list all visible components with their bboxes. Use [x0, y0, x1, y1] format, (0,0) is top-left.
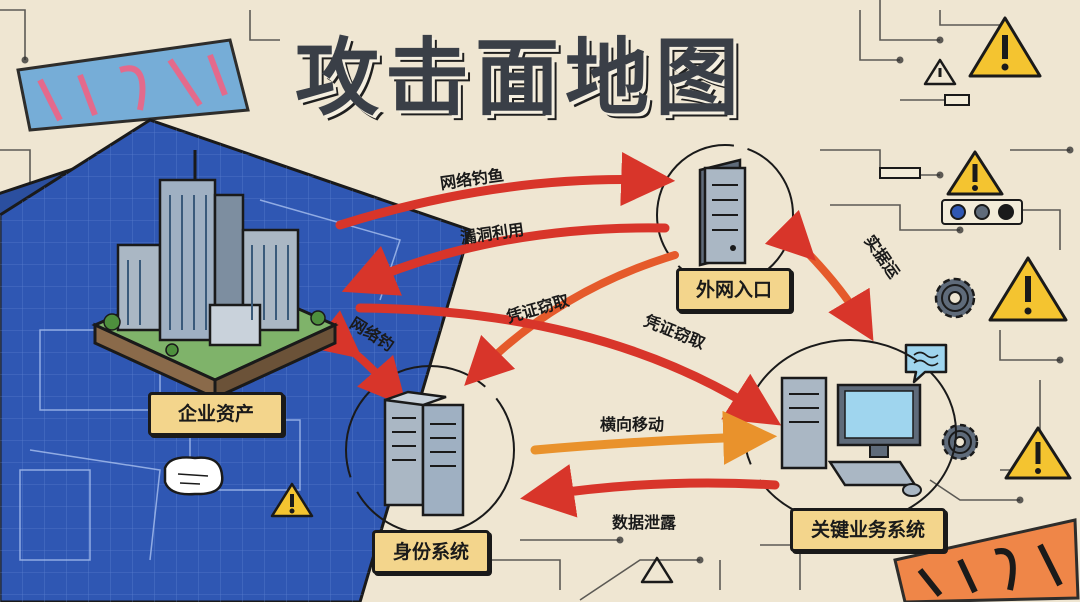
arrow-phishing-top	[335, 152, 676, 230]
warning-triangle-icon	[946, 150, 1004, 196]
node-label-enterprise-assets: 企业资产	[148, 392, 284, 436]
node-label-identity-system: 身份系统	[372, 530, 490, 574]
gear-icon	[934, 277, 976, 319]
warning-triangle-icon	[923, 58, 957, 86]
office-building-icon	[91, 150, 339, 401]
server-icon	[698, 158, 747, 267]
arrow-cred-theft-upper	[464, 251, 679, 386]
graffiti-tag-bottom-right	[893, 518, 1080, 602]
arrow-data-leak	[520, 464, 780, 518]
page-title: 攻击面地图	[295, 29, 746, 127]
arrow-cred-theft-lower	[355, 303, 782, 426]
desktop-computer-icon	[780, 376, 922, 497]
edge-label-cred-theft-lower: 凭证窃取	[640, 311, 707, 353]
flow-arrows	[310, 152, 874, 518]
arrow-lateral-move	[530, 410, 778, 465]
warning-triangle-icon	[988, 256, 1068, 322]
edge-label-lateral-move: 横向移动	[600, 415, 664, 434]
warning-triangle-icon	[270, 482, 314, 518]
arrow-exfil	[764, 209, 874, 342]
node-label-core-business: 关键业务系统	[790, 508, 946, 552]
gauge-icons	[879, 94, 1023, 225]
server-rack-icon	[383, 390, 465, 517]
warning-triangle-icon	[1004, 426, 1072, 480]
gear-icon	[941, 423, 979, 461]
doodle-cloud	[163, 456, 224, 496]
graffiti-tag-top-left	[16, 38, 250, 132]
warning-triangle-icon	[640, 556, 674, 584]
chat-bubble-icon	[904, 343, 948, 384]
warning-triangle-icon	[968, 16, 1042, 78]
edge-label-exfil: 实据运	[860, 232, 903, 282]
arrow-vuln-exploit	[341, 223, 670, 296]
edge-label-data-leak: 数据泄露	[612, 513, 677, 532]
arrow-phishing-left	[310, 310, 407, 407]
node-label-external-entry: 外网入口	[676, 268, 792, 312]
